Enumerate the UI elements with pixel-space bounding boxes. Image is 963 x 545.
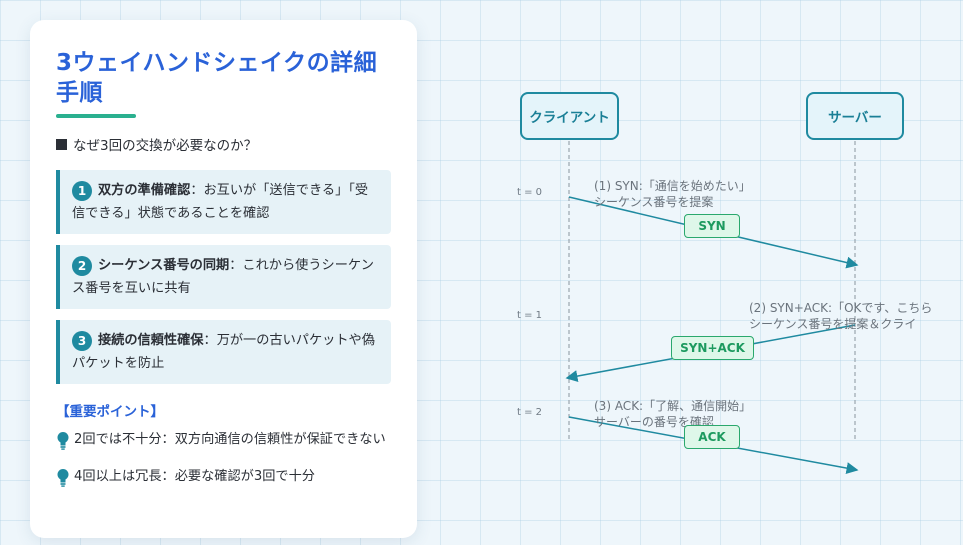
syn-description: (1) SYN:「通信を始めたい」 シーケンス番号を提案 bbox=[594, 178, 751, 210]
time-label: t = 1 bbox=[517, 310, 543, 321]
question-text: なぜ3回の交換が必要なのか？ bbox=[73, 138, 258, 154]
client-node: クライアント bbox=[520, 92, 619, 140]
explanation-card: 3ウェイハンドシェイクの詳細手順 なぜ3回の交換が必要なのか？ 1 双方の準備確認… bbox=[30, 20, 417, 538]
number-badge: 1 bbox=[72, 181, 92, 201]
reason-separator: ： bbox=[203, 333, 217, 348]
ack-description-line1: (3) ACK:「了解、通信開始」 bbox=[594, 399, 752, 413]
reason-item-2: 2 シーケンス番号の同期：これから使うシーケンス番号を互いに共有 bbox=[56, 245, 391, 309]
tip-text: 4回以上は冗長：必要な確認が3回で十分 bbox=[74, 469, 315, 484]
time-label: t = 0 bbox=[517, 187, 543, 198]
ack-description: (3) ACK:「了解、通信開始」 サーバーの番号を確認 bbox=[594, 398, 751, 430]
ack-description-line2: サーバーの番号を確認 bbox=[594, 415, 714, 429]
square-bullet-icon bbox=[56, 138, 67, 150]
reason-text: これから使うシーケンス番号を互いに共有 bbox=[72, 258, 374, 296]
synack-description-line1: (2) SYN+ACK:「OKです、こちら bbox=[749, 301, 933, 315]
title-underline bbox=[56, 114, 136, 118]
syn-description-line2: シーケンス番号を提案 bbox=[594, 195, 714, 209]
reason-heading: シーケンス番号の同期 bbox=[98, 258, 230, 273]
reason-text: 万が一の古いパケットや偽パケットを防止 bbox=[72, 333, 375, 371]
question-line: なぜ3回の交換が必要なのか？ bbox=[56, 134, 391, 154]
tip-item-2: 4回以上は冗長：必要な確認が3回で十分 bbox=[56, 465, 391, 488]
important-points-title: 【重要ポイント】 bbox=[56, 404, 164, 420]
reason-text: お互いが「送信できる」「受信できる」状態であることを確認 bbox=[72, 183, 369, 221]
lightbulb-icon bbox=[57, 432, 69, 450]
page-title: 3ウェイハンドシェイクの詳細手順 bbox=[56, 50, 378, 106]
number-badge: 3 bbox=[72, 331, 92, 351]
tip-text: 2回では不十分：双方向通信の信頼性が保証できない bbox=[74, 432, 386, 447]
ack-label: ACK bbox=[684, 425, 740, 449]
syn-description-line1: (1) SYN:「通信を始めたい」 bbox=[594, 179, 751, 193]
time-label: t = 2 bbox=[517, 407, 543, 418]
tip-item-1: 2回では不十分：双方向通信の信頼性が保証できない bbox=[56, 428, 391, 451]
syn-label: SYN bbox=[684, 214, 740, 238]
reason-heading: 接続の信頼性確保 bbox=[98, 333, 204, 348]
reason-separator: ： bbox=[190, 183, 204, 198]
lightbulb-icon bbox=[57, 469, 69, 487]
reason-separator: ： bbox=[229, 258, 243, 273]
reason-item-3: 3 接続の信頼性確保：万が一の古いパケットや偽パケットを防止 bbox=[56, 320, 391, 384]
synack-description: (2) SYN+ACK:「OKです、こちら シーケンス番号を提案＆クライ bbox=[749, 300, 935, 332]
reason-item-1: 1 双方の準備確認：お互いが「送信できる」「受信できる」状態であることを確認 bbox=[56, 170, 391, 234]
number-badge: 2 bbox=[72, 256, 92, 276]
synack-label: SYN+ACK bbox=[671, 336, 754, 360]
synack-description-line2: シーケンス番号を提案＆クライ bbox=[749, 317, 917, 331]
server-node: サーバー bbox=[806, 92, 904, 140]
reason-heading: 双方の準備確認 bbox=[98, 183, 191, 198]
